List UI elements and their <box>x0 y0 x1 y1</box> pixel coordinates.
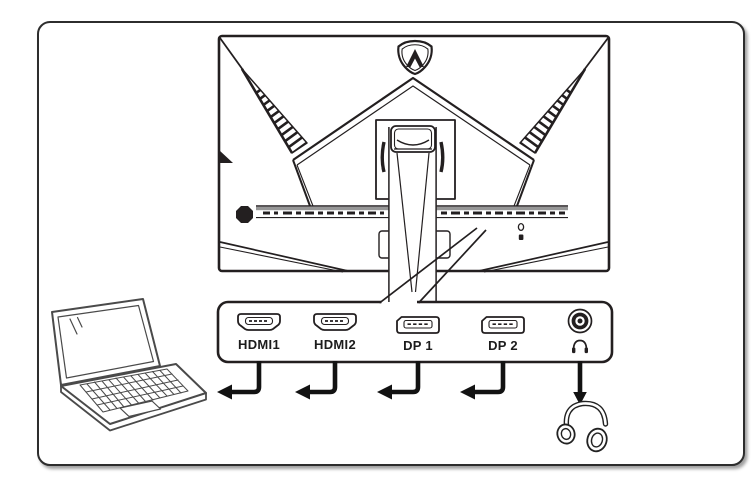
dp2-port-icon <box>481 316 525 334</box>
headphone-icon <box>572 339 588 354</box>
dp2-port-label: DP 2 <box>488 338 518 353</box>
hdmi2-port-icon <box>313 313 357 331</box>
callout-arrow <box>378 227 487 304</box>
stand-column <box>380 122 445 302</box>
ports-panel <box>216 300 614 364</box>
headphones-illustration <box>556 400 609 453</box>
warning-triangle-icon <box>219 150 233 163</box>
kensington-lock-icon <box>517 222 525 232</box>
monitor-back-illustration <box>217 34 611 302</box>
aoc-logo-icon <box>397 39 433 76</box>
right-vent-fin-icon <box>519 68 587 154</box>
dp1-port-label: DP 1 <box>403 338 433 353</box>
hdmi1-port-label: HDMI1 <box>238 337 280 352</box>
left-vent-fin-icon <box>240 68 308 154</box>
dp1-port-icon <box>396 316 440 334</box>
power-button-icon <box>236 206 253 223</box>
arrow-hdmi2-to-laptop <box>295 361 338 400</box>
laptop-illustration <box>51 298 207 432</box>
arrow-dp2-to-laptop <box>460 361 506 400</box>
hdmi1-port-icon <box>237 313 281 331</box>
arrow-dp1-to-laptop <box>377 361 421 400</box>
arrow-hdmi1-to-laptop <box>217 361 262 400</box>
arrow-jack-to-headphones <box>573 361 587 405</box>
earphone-jack-icon <box>567 308 593 334</box>
hdmi2-port-label: HDMI2 <box>314 337 356 352</box>
